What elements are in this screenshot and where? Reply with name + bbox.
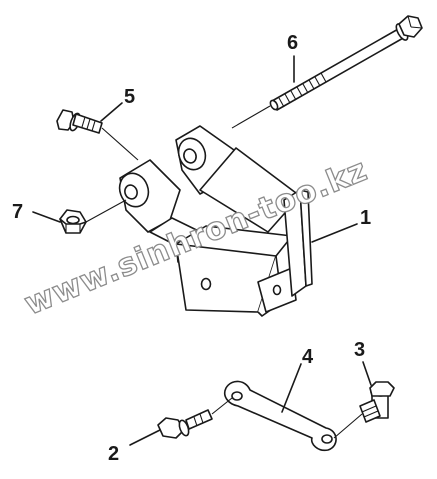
callout-4: 4: [302, 346, 314, 368]
callout-6: 6: [287, 32, 298, 54]
part-4-strap: [223, 380, 337, 452]
part-3-small-bolt: [359, 381, 395, 423]
part-7-hex-nut: [59, 209, 87, 234]
callout-5: 5: [124, 86, 135, 108]
part-6-long-bolt: [269, 15, 423, 111]
callout-1: 1: [360, 207, 371, 229]
callout-7: 7: [12, 201, 23, 223]
part-1-bracket: [118, 125, 313, 317]
part-5-short-bolt: [56, 109, 103, 134]
part-2-small-bolt: [157, 409, 213, 439]
callout-3: 3: [354, 339, 365, 361]
callout-2: 2: [108, 443, 119, 465]
leader-lines: [32, 55, 372, 446]
